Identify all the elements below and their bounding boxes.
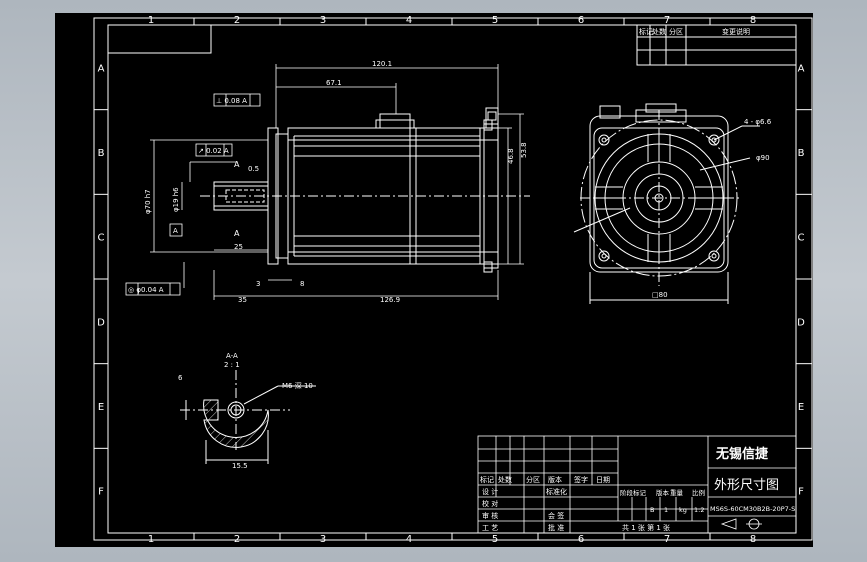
col-label-top: 2: [234, 15, 240, 26]
projection-symbol: [720, 518, 762, 530]
tb-date: 日期: [596, 476, 610, 484]
dim-overall-length: 120.1: [372, 60, 392, 68]
tb-sign: 签字: [574, 475, 588, 484]
motor-side-view: [200, 107, 530, 273]
row-label-right: E: [798, 402, 804, 413]
revision-table: [636, 24, 797, 66]
dim-holes: 4 - φ6.6: [744, 118, 772, 126]
col-label-top: 5: [492, 15, 498, 26]
col-label-bottom: 3: [320, 534, 326, 545]
datum-label: A: [173, 227, 178, 235]
tb-approve: 批 准: [548, 523, 564, 532]
stage-mark-label: 阶段标记: [620, 488, 647, 497]
section-a-a: [180, 370, 316, 464]
row-label-left: B: [98, 148, 105, 159]
col-label-top: 1: [148, 15, 154, 26]
motor-front-view: [573, 103, 760, 304]
section-mark-top: A: [234, 160, 240, 169]
stage-scale-value: 1:2: [694, 506, 704, 514]
tb-mark: 标记: [480, 475, 494, 484]
tb-zone: 分区: [526, 475, 540, 484]
row-label-left: D: [97, 317, 105, 328]
dim-shaft-dia: φ19 h6: [172, 187, 180, 212]
drawing-sheet: [55, 13, 813, 547]
tol-runout: ↗ 0.02 A: [198, 147, 229, 155]
dim-height-a: 46.8: [507, 148, 515, 164]
row-label-right: D: [797, 317, 805, 328]
drawing-number: MS6S-60CM30B2B-20P7-S: [710, 505, 795, 513]
section-keyway: M6 深 10: [282, 381, 313, 390]
stage-weight-value: kg: [679, 506, 687, 514]
tb-checker: 校 对: [482, 499, 498, 508]
dim-flange-thk: 8: [300, 280, 304, 288]
stage-weight-label: 重量: [670, 489, 684, 497]
row-label-right: C: [798, 233, 805, 244]
top-left-box: [107, 24, 212, 54]
tb-process: 工 艺: [482, 524, 498, 532]
row-label-left: C: [98, 233, 105, 244]
tolerance-frames: [125, 93, 261, 296]
dim-to-connector: 67.1: [326, 79, 342, 87]
drawing-title: 外形尺寸图: [714, 478, 779, 493]
tb-countersign: 会 签: [548, 511, 564, 520]
dim-flange-size: □80: [652, 291, 668, 299]
col-label-bottom: 6: [578, 534, 584, 545]
col-label-top: 6: [578, 15, 584, 26]
tb-designer: 设 计: [482, 487, 498, 496]
stage-scale-label: 比例: [692, 488, 705, 497]
col-label-top: 7: [664, 15, 670, 26]
stage-mark-value: B: [650, 506, 654, 514]
col-label-top: 3: [320, 15, 326, 26]
title-row1: 标记 处数 分区 版本 签字 日期: [480, 475, 610, 484]
section-title: A-A: [226, 352, 238, 360]
title-block: [477, 435, 797, 534]
grid-ticks: [94, 18, 812, 540]
row-label-right: B: [798, 148, 805, 159]
section-scale: 2 : 1: [224, 361, 240, 369]
stage-version-label: 版本: [656, 488, 670, 497]
section-key-depth: 15.5: [232, 462, 248, 470]
col-label-bottom: 1: [148, 534, 154, 545]
dim-shaft-total: 35: [238, 296, 247, 304]
row-label-left: E: [98, 402, 104, 413]
row-label-right: F: [798, 487, 804, 498]
dim-shaft-len: 25: [234, 243, 243, 251]
tb-reviewer: 审 核: [482, 511, 498, 520]
dim-height-b: 53.8: [520, 142, 528, 158]
company-name: 无锡信捷: [715, 446, 769, 462]
section-key-width: 6: [178, 374, 183, 382]
dim-pilot-dia: φ70 h7: [144, 189, 152, 214]
tb-standard: 标准化: [546, 487, 567, 496]
row-label-left: A: [98, 63, 105, 74]
col-label-top: 8: [750, 15, 756, 26]
row-label-right: A: [798, 63, 805, 74]
col-label-top: 4: [406, 15, 412, 26]
col-label-bottom: 2: [234, 534, 240, 545]
rev-header-desc: 变更说明: [722, 27, 750, 36]
dim-body-len: 126.9: [380, 296, 400, 304]
tol-concentricity: ◎ φ0.04 A: [128, 286, 164, 294]
tb-version: 版本: [548, 475, 562, 484]
col-label-bottom: 5: [492, 534, 498, 545]
col-label-bottom: 4: [406, 534, 412, 545]
stage-version-value: 1: [664, 506, 668, 514]
title-stage: 阶段标记 版本 重量 比例 B 1 kg 1:2: [620, 488, 705, 514]
title-roles: 设 计 校 对 审 核 工 艺 标准化 会 签 批 准: [482, 487, 567, 532]
dim-pcd: φ90: [756, 154, 770, 162]
sheet-count: 共 1 张 第 1 张: [622, 523, 670, 532]
rev-header-mark: 标记: [639, 27, 653, 36]
col-label-bottom: 8: [750, 534, 756, 545]
rev-header-count: 处数: [652, 27, 666, 36]
row-label-left: F: [98, 487, 104, 498]
tol-perpendicularity: ⊥ 0.08 A: [216, 97, 247, 105]
dim-shoulder: 0.5: [248, 165, 259, 173]
dim-flange-step: 3: [256, 280, 260, 288]
section-mark-bottom: A: [234, 229, 240, 238]
tb-count: 处数: [498, 475, 512, 484]
rev-header-zone: 分区: [669, 27, 683, 36]
col-label-bottom: 7: [664, 534, 670, 545]
side-dimension-lines: [150, 64, 524, 300]
